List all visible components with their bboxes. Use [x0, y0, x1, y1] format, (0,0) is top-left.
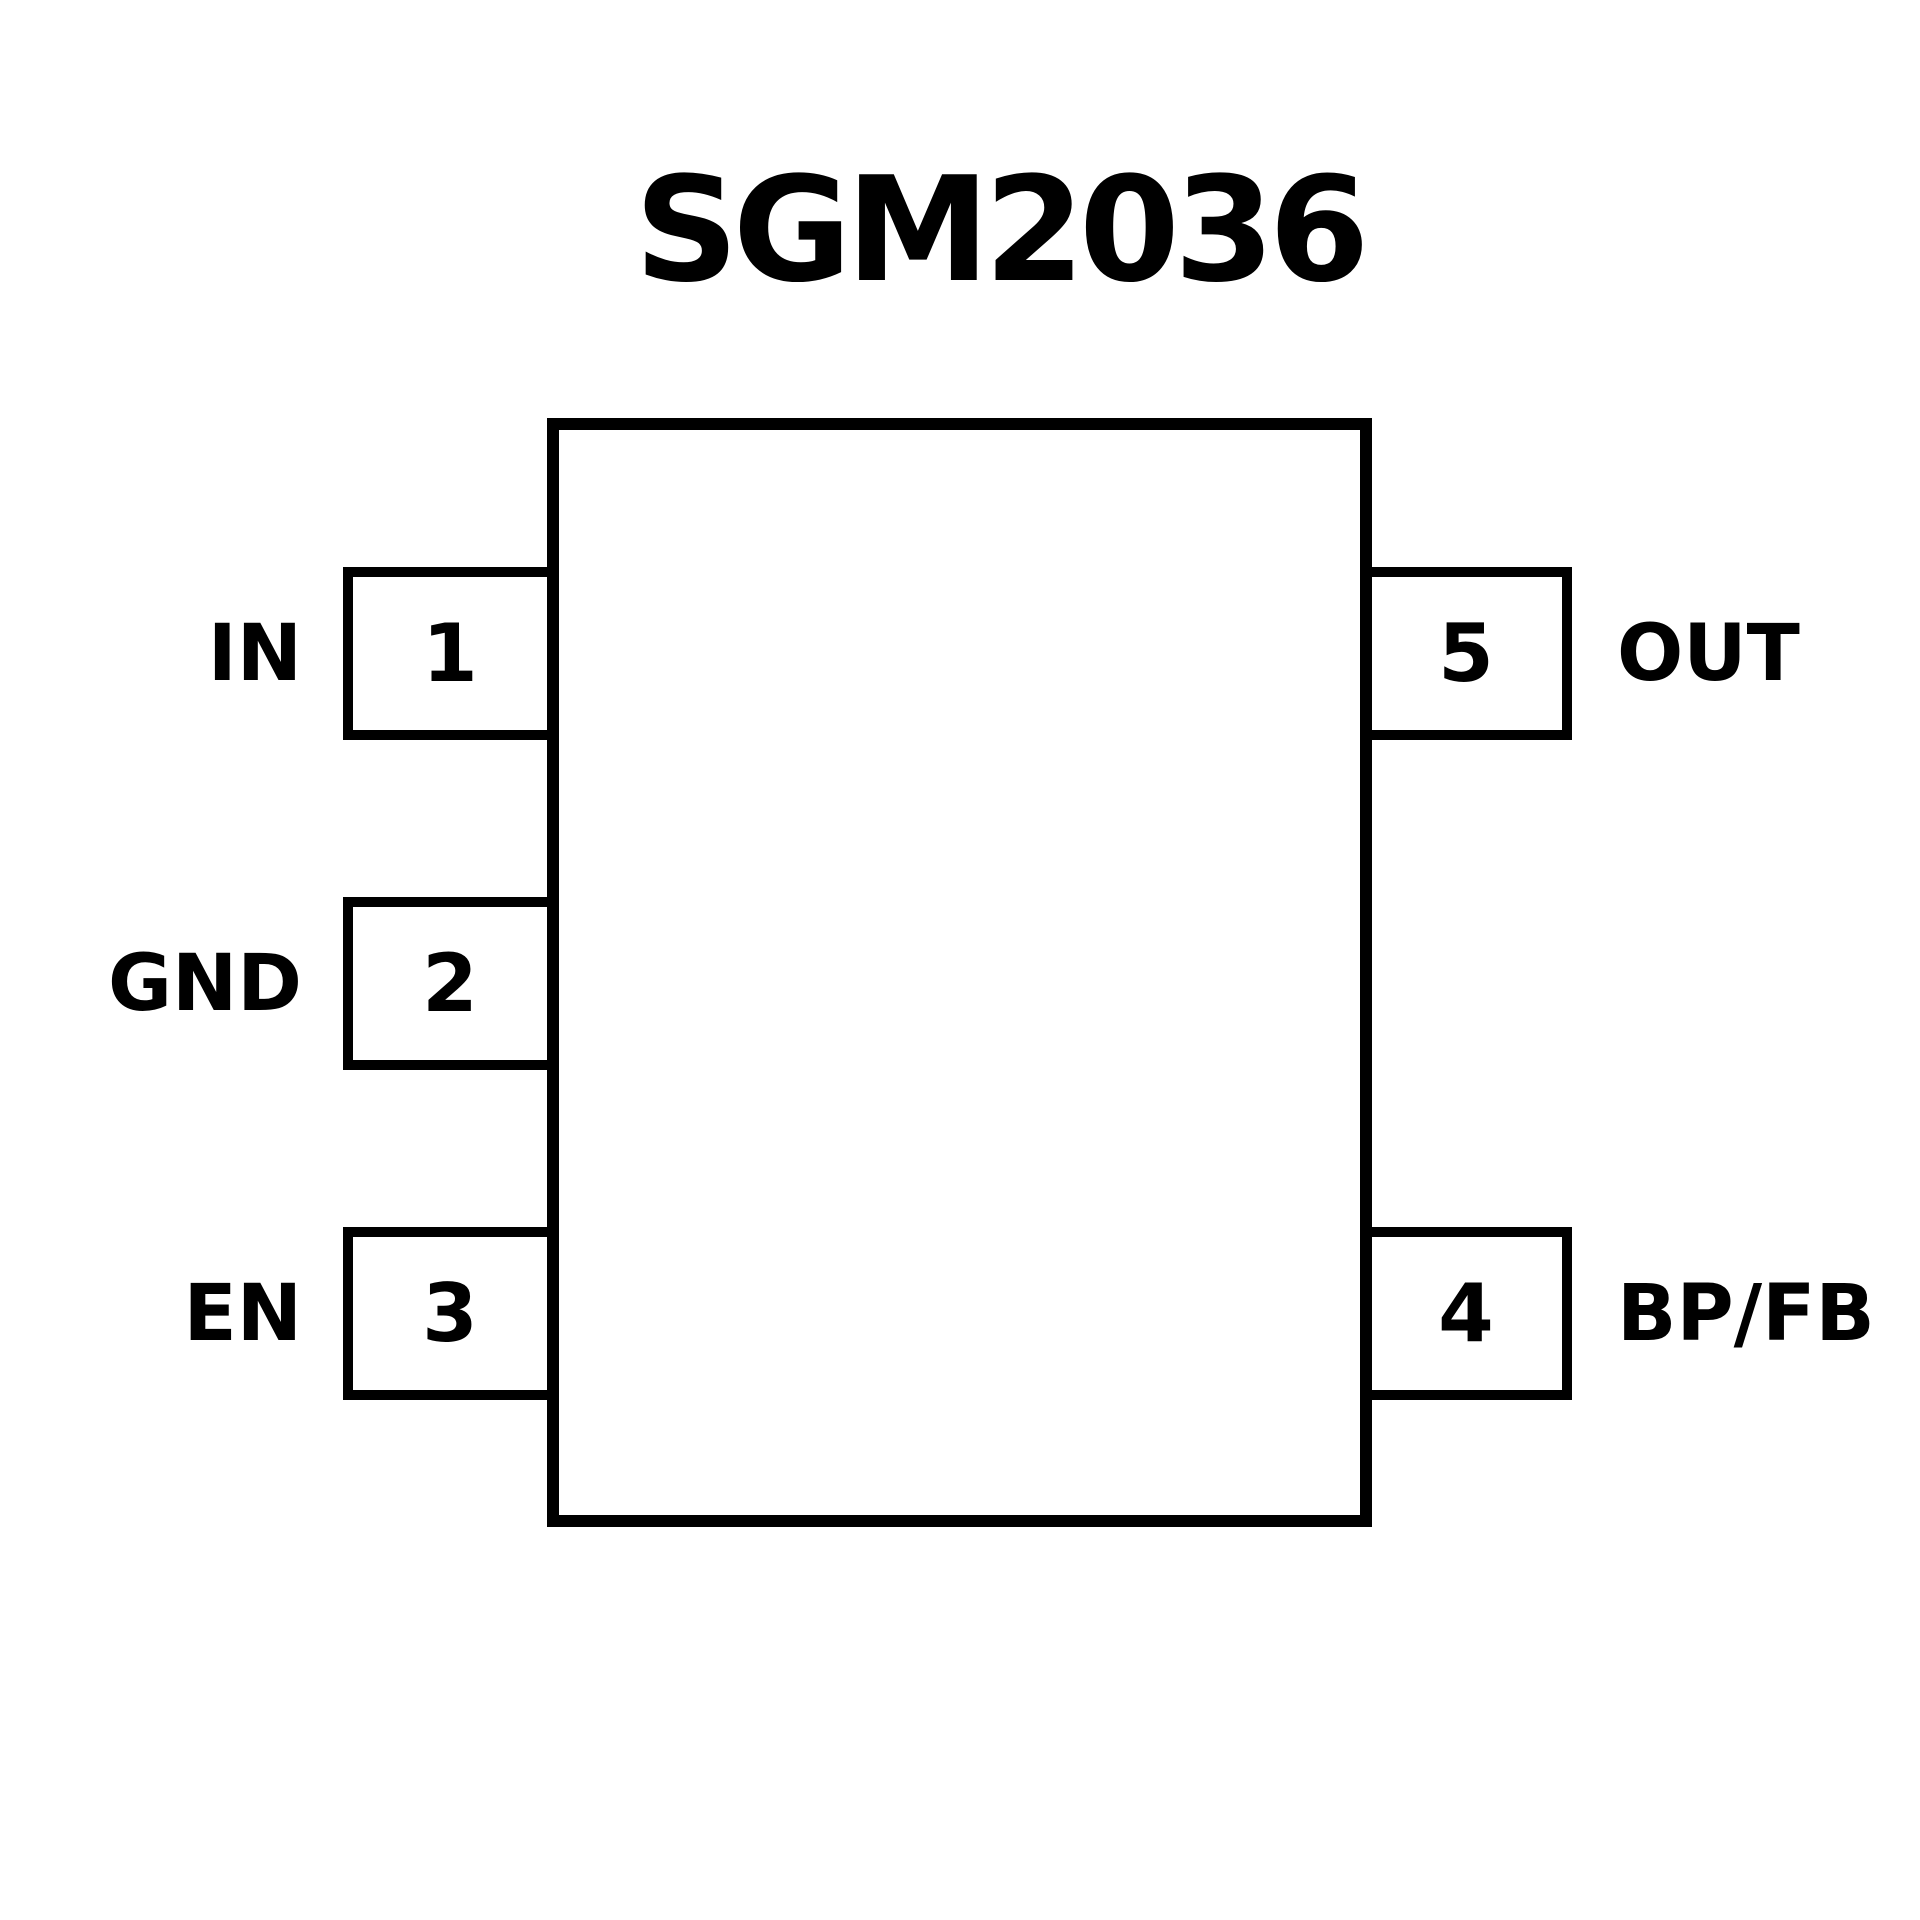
pin-number-1: 1	[422, 606, 478, 700]
chip-title: SGM2036	[634, 146, 1369, 315]
pin-box-5: 5	[1360, 567, 1572, 740]
pin-box-2: 2	[343, 897, 557, 1070]
pin-box-4: 4	[1360, 1227, 1572, 1400]
pin-number-3: 3	[422, 1266, 478, 1360]
pin-box-3: 3	[343, 1227, 557, 1400]
pin-box-1: 1	[343, 567, 557, 740]
pin-label-en: EN	[183, 1268, 302, 1359]
pin-label-in: IN	[207, 608, 302, 699]
pin-label-gnd: GND	[107, 938, 302, 1029]
pin-number-2: 2	[422, 936, 478, 1030]
pin-number-4: 4	[1438, 1266, 1494, 1360]
pin-label-out: OUT	[1617, 608, 1800, 699]
pin-number-5: 5	[1438, 606, 1494, 700]
chip-body-outline	[547, 418, 1372, 1527]
pin-label-bpfb: BP/FB	[1617, 1268, 1875, 1359]
